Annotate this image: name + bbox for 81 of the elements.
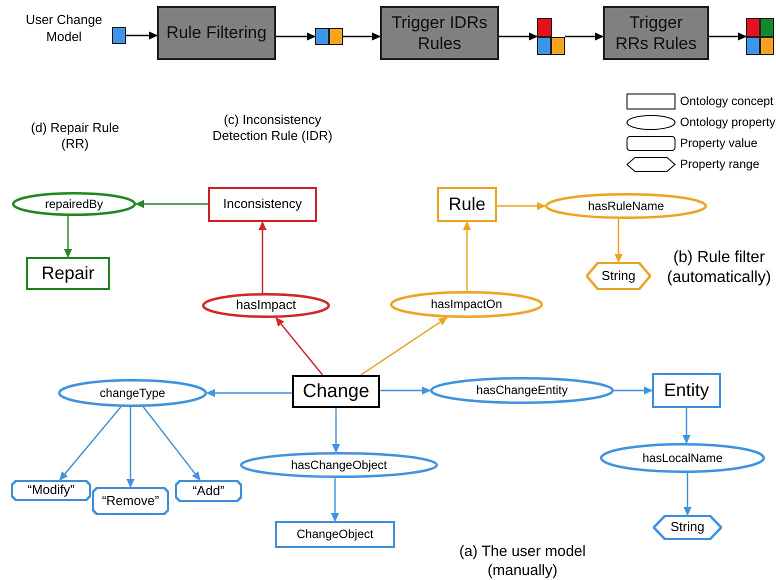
arrow	[497, 202, 546, 210]
color-square-group	[315, 28, 343, 45]
property-ellipse	[545, 193, 707, 219]
arrow	[331, 478, 339, 522]
property-ellipse	[202, 293, 330, 318]
concept-box	[292, 375, 380, 408]
legend-label: Property value	[680, 135, 758, 152]
property-ellipse	[12, 192, 136, 216]
node-label: Entity	[662, 379, 710, 402]
node-label: Repair	[40, 262, 96, 285]
node-label: Change	[302, 380, 370, 404]
arrow	[126, 407, 134, 488]
node-label: String	[600, 268, 636, 284]
node-label: changeType	[98, 386, 166, 400]
arrow	[64, 216, 72, 258]
arrow	[275, 317, 324, 376]
node-label: hasChangeObject	[290, 458, 388, 472]
panel-caption: (b) Rule filter (automatically)	[666, 248, 772, 288]
property-ellipse	[430, 377, 614, 404]
node-label: “Remove”	[100, 492, 160, 510]
arrow	[684, 472, 692, 516]
range-hexagon	[653, 515, 722, 540]
concept-box	[437, 187, 497, 222]
property-ellipse	[600, 443, 765, 473]
legend-label: Ontology property	[680, 114, 776, 131]
arrow	[614, 386, 653, 394]
arrow	[126, 32, 158, 40]
node-label: hasRuleName	[586, 198, 666, 214]
node-label: “Add”	[192, 482, 226, 500]
panel-caption: (a) The user model (manually)	[458, 543, 587, 580]
node-label: “Modify”	[26, 482, 76, 499]
arrow	[135, 200, 208, 208]
node-label: hasImpact	[235, 297, 297, 314]
panel-caption: (d) Repair Rule (RR)	[30, 120, 120, 152]
concept-box	[26, 257, 110, 290]
process-box	[380, 6, 499, 60]
node-label: repairedBy	[44, 196, 104, 212]
color-square-group	[746, 18, 774, 55]
color-square-group	[112, 27, 126, 44]
property-ellipse	[58, 379, 207, 407]
value-octagon	[92, 487, 169, 515]
node-label: Trigger RRs Rules	[614, 12, 698, 54]
property-ellipse	[240, 452, 438, 478]
legend-label: Property range	[680, 156, 760, 173]
node-label: Rule Filtering	[165, 22, 268, 44]
node-label: Trigger IDRs Rules	[390, 12, 488, 54]
process-box	[603, 6, 709, 60]
node-label: String	[670, 519, 706, 536]
arrow	[332, 408, 340, 453]
value-octagon	[11, 480, 91, 501]
concept-box	[275, 521, 395, 548]
arrow	[360, 316, 448, 376]
arrow	[206, 389, 292, 397]
range-hexagon	[586, 262, 651, 290]
legend-label: Ontology concept	[680, 93, 774, 110]
concept-box	[652, 373, 721, 408]
process-box	[157, 6, 276, 60]
node-label: Rule	[447, 193, 487, 216]
node-label: Inconsistency	[222, 196, 303, 213]
arrow	[682, 408, 690, 444]
node-label: hasImpactOn	[430, 297, 504, 312]
arrow	[499, 32, 538, 40]
arrow	[463, 221, 471, 291]
color-square-group	[537, 18, 565, 55]
arrow	[614, 218, 622, 263]
panel-caption: (c) Inconsistency Detection Rule (IDR)	[212, 112, 334, 144]
property-ellipse	[390, 291, 543, 318]
node-caption: User Change Model	[24, 11, 104, 45]
arrow	[59, 406, 122, 481]
value-octagon	[175, 480, 242, 502]
arrow	[258, 221, 266, 294]
arrow	[276, 32, 316, 40]
arrow	[142, 406, 201, 481]
arrow	[565, 32, 604, 40]
arrow	[380, 386, 431, 394]
node-label: hasLocalName	[641, 450, 724, 466]
concept-box	[208, 187, 317, 222]
arrow	[343, 32, 381, 40]
node-label: hasChangeEntity	[475, 383, 569, 398]
arrow	[709, 32, 747, 40]
node-label: ChangeObject	[296, 527, 374, 542]
